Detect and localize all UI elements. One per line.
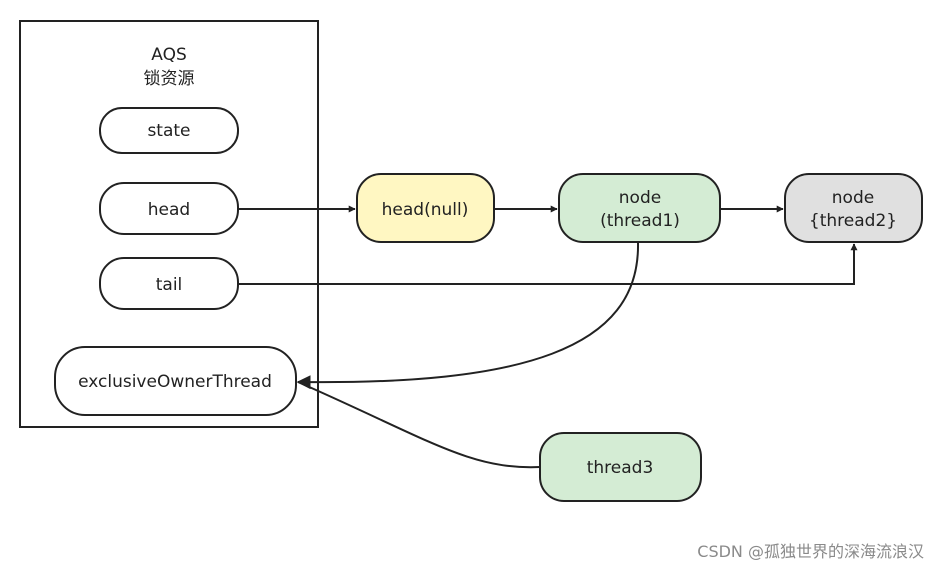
- queue-node-thread1: [558, 173, 721, 243]
- queue-node-thread2-line2: {thread2}: [809, 211, 897, 231]
- queue-head-node-label: head(null): [382, 200, 469, 220]
- queue-node-thread2: [784, 173, 923, 243]
- queue-node-thread2-line1: node: [832, 188, 874, 208]
- aqs-title: AQS: [151, 45, 187, 65]
- field-tail-label: tail: [156, 275, 183, 295]
- field-head-label: head: [148, 200, 190, 220]
- arrow-node1-to-owner: [296, 242, 640, 390]
- field-state: [99, 107, 239, 154]
- field-state-label: state: [147, 121, 190, 141]
- arrow-thread3-to-owner: [297, 381, 541, 469]
- field-exclusive-owner-thread: [54, 346, 297, 416]
- watermark: CSDN @孤独世界的深海流浪汉: [697, 542, 924, 561]
- arrow-tail-to-node2: [238, 243, 858, 285]
- thread3-label: thread3: [587, 458, 654, 478]
- queue-node-thread1-line2: (thread1): [600, 211, 680, 231]
- aqs-subtitle: 锁资源: [144, 69, 195, 89]
- queue-node-thread1-line1: node: [619, 188, 661, 208]
- field-exclusive-owner-thread-label: exclusiveOwnerThread: [78, 372, 272, 392]
